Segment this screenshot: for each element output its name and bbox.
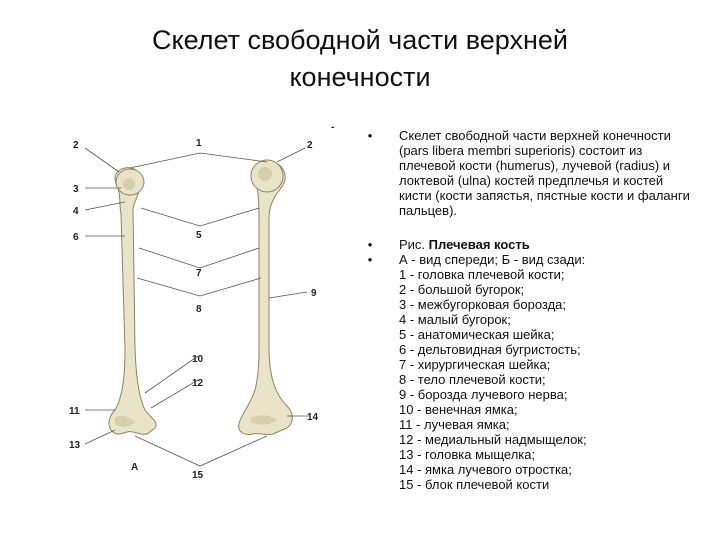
callout-15: 15 — [192, 470, 204, 481]
callout-9: 9 — [311, 288, 317, 299]
slide-title: Скелет свободной части верхней конечност… — [0, 22, 720, 96]
legend-item: 11 - лучевая ямка; — [399, 417, 510, 432]
callout-7: 7 — [196, 268, 202, 279]
title-line-1: Скелет свободной части верхней — [152, 25, 568, 55]
callout-8: 8 — [196, 304, 202, 315]
panel-b-mark: - — [331, 122, 334, 133]
legend-item: 8 - тело плечевой кости; — [399, 372, 546, 387]
humerus-illustration: 1 2 2 3 4 5 6 7 8 9 10 11 12 13 14 15 А … — [69, 122, 334, 481]
legend-item: 7 - хирургическая шейка; — [399, 357, 551, 372]
callout-12: 12 — [192, 378, 204, 389]
legend-item: 3 - межбугорковая борозда; — [399, 297, 567, 312]
legend-item: 15 - блок плечевой кости — [399, 477, 550, 492]
callout-numbers: 1 2 2 3 4 5 6 7 8 9 10 11 12 13 14 15 А … — [69, 122, 334, 481]
callout-5: 5 — [196, 230, 202, 241]
legend-item: 9 - борозда лучевого нерва; — [399, 387, 568, 402]
callout-13: 13 — [69, 440, 81, 451]
callout-2-right: 2 — [307, 140, 313, 151]
legend-item: 5 - анатомическая шейка; — [399, 327, 555, 342]
bullet-icon: • — [367, 237, 373, 252]
legend-item: 2 - большой бугорок; — [399, 282, 525, 297]
paragraph-text: Скелет свободной части верхней конечност… — [399, 128, 690, 218]
callout-1: 1 — [196, 138, 202, 149]
figure-caption: Рис. Плечевая кость — [399, 237, 530, 252]
humerus-posterior-view — [238, 159, 293, 436]
legend-list: 1 - головка плечевой кости; 2 - большой … — [399, 267, 695, 492]
text-column: • Скелет свободной части верхней конечно… — [365, 128, 695, 492]
legend-item: 13 - головка мыщелка; — [399, 447, 536, 462]
views-text: А - вид спереди; Б - вид сзади: — [399, 252, 586, 267]
callout-leaders — [84, 147, 309, 467]
legend-item: 10 - венечная ямка; — [399, 402, 518, 417]
legend-item: 12 - медиальный надмыщелок; — [399, 432, 587, 447]
legend-item: 1 - головка плечевой кости; — [399, 267, 565, 282]
bullet-legend: • А - вид спереди; Б - вид сзади: 1 - го… — [365, 252, 695, 492]
callout-6: 6 — [73, 232, 79, 243]
legend-item: 6 - дельтовидная бугристость; — [399, 342, 581, 357]
callout-10: 10 — [192, 354, 204, 365]
bullet-paragraph: • Скелет свободной части верхней конечно… — [365, 128, 695, 218]
bullet-icon: • — [367, 252, 373, 267]
callout-2-left: 2 — [73, 140, 79, 151]
callout-14: 14 — [307, 412, 319, 423]
humerus-figure: 1 2 2 3 4 5 6 7 8 9 10 11 12 13 14 15 А … — [55, 118, 355, 493]
callout-3: 3 — [73, 184, 79, 195]
caption-title: Плечевая кость — [428, 237, 530, 252]
bullet-caption: • Рис. Плечевая кость — [365, 237, 695, 252]
caption-prefix: Рис. — [399, 237, 426, 252]
legend-item: 4 - малый бугорок; — [399, 312, 511, 327]
panel-a-label: А — [131, 462, 138, 473]
legend-item: 14 - ямка лучевого отростка; — [399, 462, 572, 477]
bullet-icon: • — [367, 128, 373, 143]
callout-4: 4 — [73, 206, 79, 217]
title-line-2: конечности — [289, 62, 431, 92]
humerus-anterior-view — [108, 167, 157, 435]
callout-11: 11 — [69, 406, 80, 417]
